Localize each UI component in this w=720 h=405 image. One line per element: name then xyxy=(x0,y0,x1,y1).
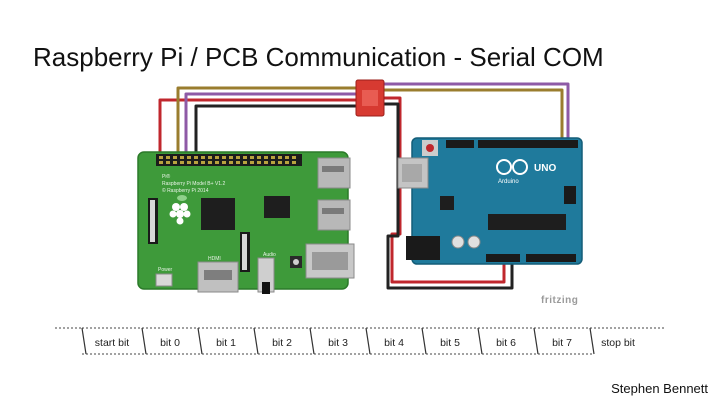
pi-silk-line-2: Raspberry Pi Model B+ V1.2 xyxy=(162,181,225,187)
bit-stop: stop bit xyxy=(601,337,635,349)
level-shifter xyxy=(355,79,385,117)
bit-3: bit 3 xyxy=(328,337,348,349)
bit-5: bit 5 xyxy=(440,337,460,349)
arduino-board: UNO Arduino xyxy=(397,137,583,265)
author-credit: Stephen Bennett xyxy=(611,381,708,396)
fritzing-brand: fritzing xyxy=(541,295,579,306)
wire-black-right xyxy=(382,102,514,290)
bit-1: bit 1 xyxy=(216,337,236,349)
pi-audio-label: Audio xyxy=(263,252,276,258)
wire-black xyxy=(194,104,358,160)
bit-0: bit 0 xyxy=(160,337,180,349)
wire-olive-right xyxy=(382,88,564,140)
pi-usb-chip xyxy=(264,196,290,218)
bit-dividers xyxy=(81,327,595,355)
pi-hdmi-label: HDMI xyxy=(208,256,221,262)
wire-red xyxy=(158,98,358,160)
pi-silk-line-3: © Raspberry Pi 2014 xyxy=(162,187,209,194)
wire-olive xyxy=(176,86,358,160)
slide-title: Raspberry Pi / PCB Communication - Seria… xyxy=(33,42,604,72)
raspberry-pi-board: Pi® Raspberry Pi Model B+ V1.2 © Raspber… xyxy=(137,151,355,294)
arduino-power-jack xyxy=(406,236,440,260)
wire-purple-right xyxy=(382,82,570,140)
pi-usb-ports xyxy=(305,157,355,279)
bit-6: bit 6 xyxy=(496,337,516,349)
bit-7: bit 7 xyxy=(552,337,572,349)
arduino-brand: UNO xyxy=(534,163,556,174)
bit-4: bit 4 xyxy=(384,337,404,349)
pi-silk-line-1: Pi® xyxy=(162,173,170,180)
arduino-logo-icon xyxy=(496,159,528,175)
pi-soc-chip xyxy=(201,198,235,230)
wire-red-right xyxy=(382,96,506,284)
bit-2: bit 2 xyxy=(272,337,292,349)
pi-power-label: Power xyxy=(158,267,173,273)
arduino-sub: Arduino xyxy=(498,179,519,185)
wires xyxy=(158,82,570,290)
wire-purple xyxy=(184,92,358,160)
arduino-mcu-chip xyxy=(488,214,566,230)
pi-power-port xyxy=(155,273,173,287)
raspberry-logo-icon xyxy=(169,195,191,225)
bit-start: start bit xyxy=(94,337,130,349)
